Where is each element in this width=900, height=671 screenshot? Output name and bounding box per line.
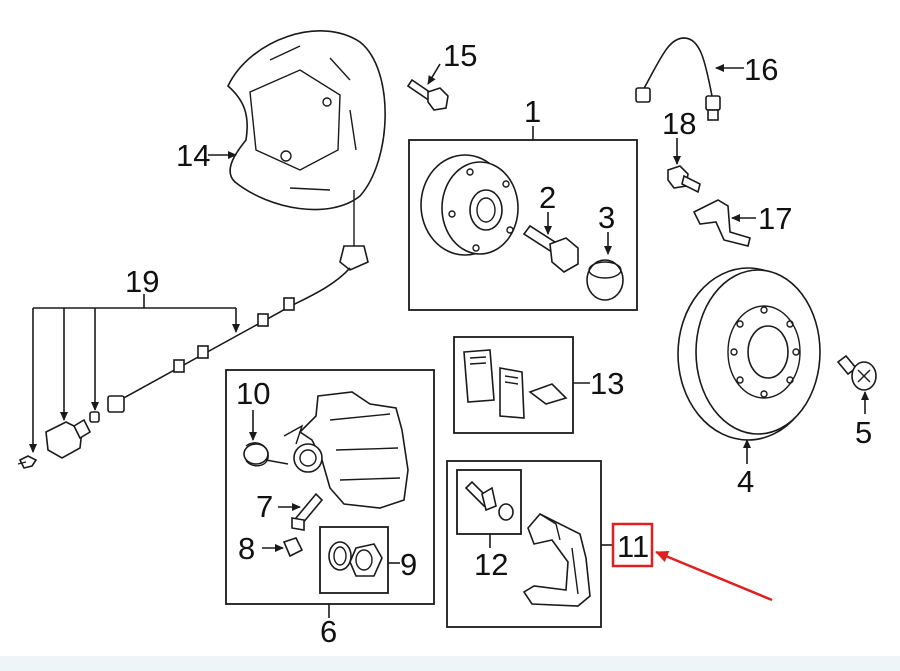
caliper-box — [225, 369, 435, 605]
callout-12: 12 — [474, 547, 508, 582]
callout-11: 11 — [617, 529, 649, 564]
red-arrow-pointer — [655, 550, 773, 602]
callout-19: 19 — [125, 264, 159, 299]
guide-pin-kit-box — [456, 469, 522, 535]
bracket-17-part — [692, 199, 751, 247]
footer-strip — [0, 656, 900, 671]
seal-kit-9-part — [328, 541, 383, 577]
callout-5: 5 — [855, 415, 872, 450]
callout-7: 7 — [256, 489, 273, 524]
callout-15: 15 — [443, 38, 477, 73]
callout-17: 17 — [758, 201, 792, 236]
hub-assembly-box — [408, 139, 638, 311]
hub-part — [420, 154, 519, 256]
callout-6: 6 — [320, 614, 337, 649]
sensor-connector-part — [17, 411, 100, 469]
callout-9: 9 — [400, 547, 417, 582]
seal-kit-box — [319, 526, 389, 594]
abs-sensor-part — [107, 190, 369, 413]
callout-16: 16 — [744, 52, 778, 87]
callout-2: 2 — [539, 180, 556, 215]
wheel-bolt-part — [522, 224, 579, 273]
carrier-11-part — [522, 513, 591, 607]
callout-10: 10 — [236, 376, 270, 411]
brake-pads-part — [463, 349, 568, 419]
bleeder-8-part — [282, 537, 304, 558]
bolt-18-part — [667, 165, 701, 194]
brake-disc-part — [677, 267, 821, 441]
callout-3: 3 — [598, 200, 615, 235]
guide-pin-7-part — [291, 492, 324, 531]
callout-18: 18 — [662, 106, 696, 141]
callout-8: 8 — [238, 531, 255, 566]
callout-4: 4 — [737, 464, 754, 499]
dust-cap-part — [586, 259, 624, 301]
carrier-box — [446, 460, 602, 628]
callout-11-highlight-box — [611, 522, 654, 568]
dust-shield-part — [227, 30, 386, 211]
brake-hose-part — [635, 37, 721, 121]
screw-5-part — [836, 354, 877, 391]
bolt-15-part — [406, 78, 449, 111]
spring-10-part — [243, 442, 289, 467]
leader-15 — [427, 63, 441, 85]
caliper-part — [283, 391, 409, 509]
callout-1: 1 — [524, 94, 541, 129]
callout-13: 13 — [590, 366, 624, 401]
guide-pin-kit-12-part — [464, 480, 514, 521]
brake-pads-box — [453, 336, 574, 434]
callout-14: 14 — [176, 138, 210, 173]
